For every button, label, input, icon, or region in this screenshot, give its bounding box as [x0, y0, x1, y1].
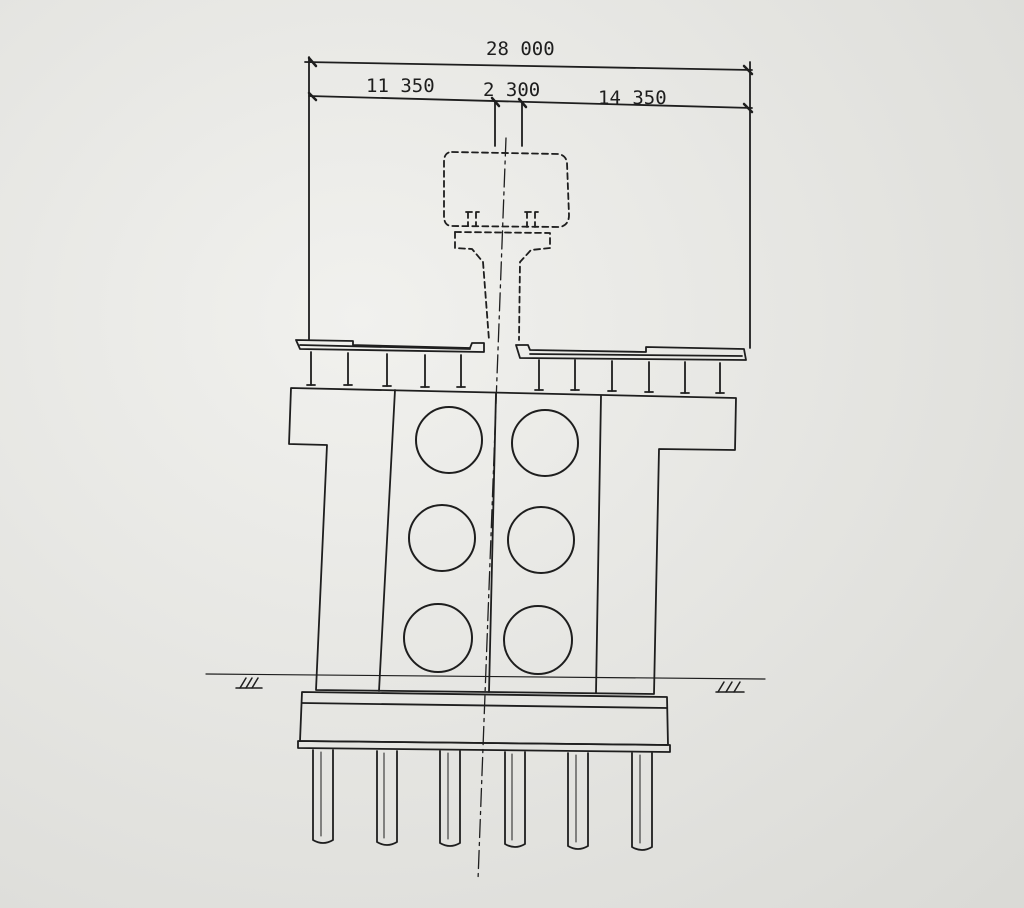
center-line [477, 137, 507, 881]
ground-hatch-left [235, 677, 263, 689]
dim-overall: 28 000 [486, 38, 555, 60]
dimension-lines [304, 56, 754, 349]
vehicle-outline-dashed [443, 151, 570, 341]
deck-hangers [306, 351, 725, 394]
deck-right [515, 344, 747, 361]
pile-inner-lines [320, 751, 641, 844]
dim-center-span: 2 300 [483, 79, 540, 101]
pier-body [288, 387, 737, 695]
pile-cap [297, 691, 671, 753]
piles [312, 749, 653, 851]
pier-internal-walls [378, 389, 602, 694]
deck-left [295, 339, 485, 353]
pier-circular-voids [403, 406, 579, 675]
dim-right-span: 14 350 [598, 87, 667, 109]
ground-hatch-right [715, 681, 745, 693]
dim-left-span: 11 350 [366, 75, 435, 97]
ground-line [205, 673, 766, 680]
